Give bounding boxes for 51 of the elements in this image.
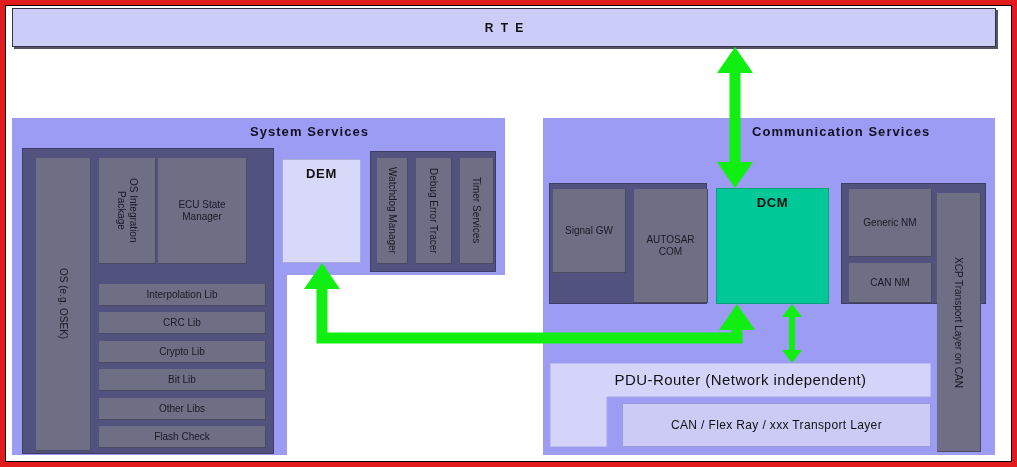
module-label: CRC Lib: [163, 316, 201, 329]
module-label: Flash Check: [154, 430, 210, 443]
module-group: [370, 151, 496, 272]
module-label: CAN NM: [870, 276, 910, 289]
module-box: [716, 188, 829, 304]
module-box: [634, 189, 708, 303]
module-label: Generic NM: [863, 216, 917, 229]
double-arrow: [782, 304, 802, 363]
module-label: AUTOSAR COM: [645, 234, 696, 257]
module-box: [158, 158, 247, 264]
module-box: [36, 158, 91, 451]
module-box: [937, 193, 981, 452]
module-label: Timer Services: [470, 177, 483, 244]
module-label: Debug Error Tracer: [427, 167, 440, 254]
panel-heading: Communication Services: [752, 123, 931, 141]
panel-heading: System Services: [250, 123, 369, 141]
module-label: Other Libs: [158, 402, 206, 415]
rte-label: RTE: [483, 19, 531, 37]
module-box: [99, 341, 266, 363]
module-label: Interpolation Lib: [146, 288, 218, 301]
module-box: [377, 158, 408, 264]
module-box: [416, 158, 452, 264]
module-label: Signal GW: [565, 224, 613, 237]
module-group: [549, 183, 707, 304]
module-box: [99, 158, 156, 264]
module-box: [99, 284, 266, 306]
router-label: PDU-Router (Network independent): [614, 369, 867, 390]
module-label: Watchdog Manager: [386, 167, 398, 254]
module-label: ECU State Manager: [177, 199, 227, 222]
module-box: [99, 398, 266, 420]
module-label: DEM: [306, 165, 337, 183]
module-label: Bit Lib: [168, 373, 196, 386]
module-box: [99, 369, 266, 391]
module-label: DCM: [756, 194, 789, 212]
module-box: [282, 159, 361, 263]
module-box: [99, 426, 266, 448]
module-box: [460, 158, 494, 264]
double-arrow: [717, 47, 753, 188]
module-label: XCP Transport Layer on CAN: [952, 256, 965, 388]
transport-box: [622, 403, 931, 447]
module-box: [849, 189, 932, 257]
module-box: [99, 312, 266, 334]
double-arrow: [304, 263, 755, 344]
module-box: [849, 263, 932, 303]
module-label: CAN / Flex Ray / xxx Transport Layer: [671, 417, 882, 434]
module-label: OS Integration Package: [115, 177, 139, 245]
module-box: [553, 189, 626, 273]
module-label: Crypto Lib: [159, 345, 205, 358]
rte-bar: [12, 8, 996, 47]
module-group: [22, 148, 274, 454]
module-label: OS (e.g. OSEK): [57, 268, 69, 340]
